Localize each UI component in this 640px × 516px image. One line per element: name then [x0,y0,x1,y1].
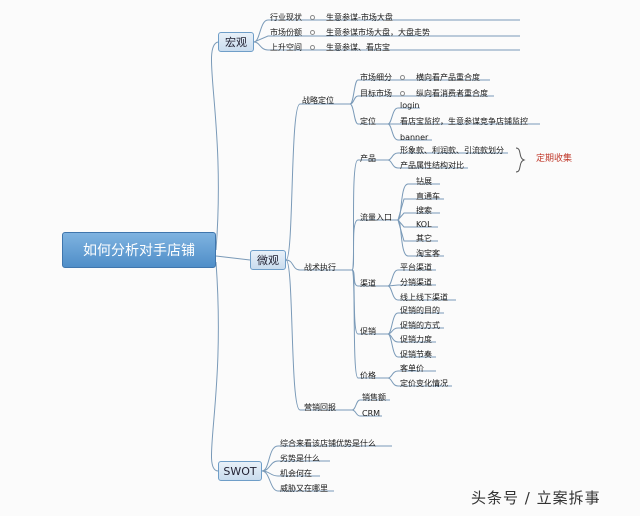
price-item: 客单价 [400,364,424,373]
promo-item: 促销节奏 [400,350,432,359]
channel-item: 线上线下渠道 [400,293,448,302]
marketing-topic[interactable]: 营销回报 [304,403,336,412]
channel-item: 平台渠道 [400,263,432,272]
swot-item: 劣势是什么 [280,454,320,463]
price-label[interactable]: 价格 [360,371,376,380]
note-label: 定期收集 [536,154,573,164]
target-market-label[interactable]: 目标市场 [360,89,392,98]
product-item: 形象款、利润款、引流款划分 [400,146,504,155]
macro-row-value: 生意参谋市场大盘，大盘走势 [326,28,430,37]
root-topic[interactable]: 如何分析对手店铺 [62,232,216,268]
market-seg-label[interactable]: 市场细分 [360,73,392,82]
traffic-item: 搜索 [416,206,432,215]
promo-item: 促销的方式 [400,321,440,330]
traffic-item: KOL [416,220,432,229]
positioning-label[interactable]: 定位 [360,117,376,126]
swot-item: 综合来看该店铺优势是什么 [280,439,376,448]
collapse-icon[interactable] [310,15,315,20]
marketing-item: CRM [362,409,381,418]
product-item: 产品属性结构对比 [400,161,464,170]
macro-row-value: 生意参谋、看店宝 [326,43,390,52]
promo-label[interactable]: 促销 [360,327,376,336]
micro-topic[interactable]: 微观 [250,250,286,270]
collapse-icon[interactable] [310,30,315,35]
strategy-topic[interactable]: 战略定位 [302,96,334,105]
price-item: 定价变化情况 [400,379,448,388]
target-market-value: 纵向看消费者重合度 [416,89,488,98]
tactics-topic[interactable]: 战术执行 [304,263,336,272]
macro-row-label: 行业现状 [270,13,302,22]
traffic-item: 淘宝客 [416,249,440,258]
traffic-label[interactable]: 流量入口 [360,213,392,222]
positioning-item: banner [400,133,429,142]
collapse-icon[interactable] [400,91,405,96]
macro-topic[interactable]: 宏观 [218,32,254,52]
swot-topic[interactable]: SWOT [218,461,262,481]
traffic-item: 其它 [416,234,432,243]
channel-label[interactable]: 渠道 [360,279,376,288]
swot-item: 威胁又在哪里 [280,484,328,493]
promo-item: 促销力度 [400,335,432,344]
macro-row-value: 生意参谋-市场大盘 [326,13,393,22]
traffic-item: 钻展 [416,177,432,186]
promo-item: 促销的目的 [400,306,440,315]
product-label[interactable]: 产品 [360,154,376,163]
collapse-icon[interactable] [310,45,315,50]
positioning-item: login [400,101,420,110]
marketing-item: 销售额 [362,393,386,402]
macro-row-label: 市场份额 [270,28,302,37]
macro-row-label: 上升空间 [270,43,302,52]
collapse-icon[interactable] [400,75,405,80]
channel-item: 分销渠道 [400,278,432,287]
swot-item: 机会何在 [280,469,312,478]
market-seg-value: 横向看产品重合度 [416,73,480,82]
watermark: 头条号 / 立案拆事 [471,489,601,507]
positioning-item: 看店宝监控，生意参谋竞争店铺监控 [400,117,528,126]
traffic-item: 直通车 [416,192,440,201]
